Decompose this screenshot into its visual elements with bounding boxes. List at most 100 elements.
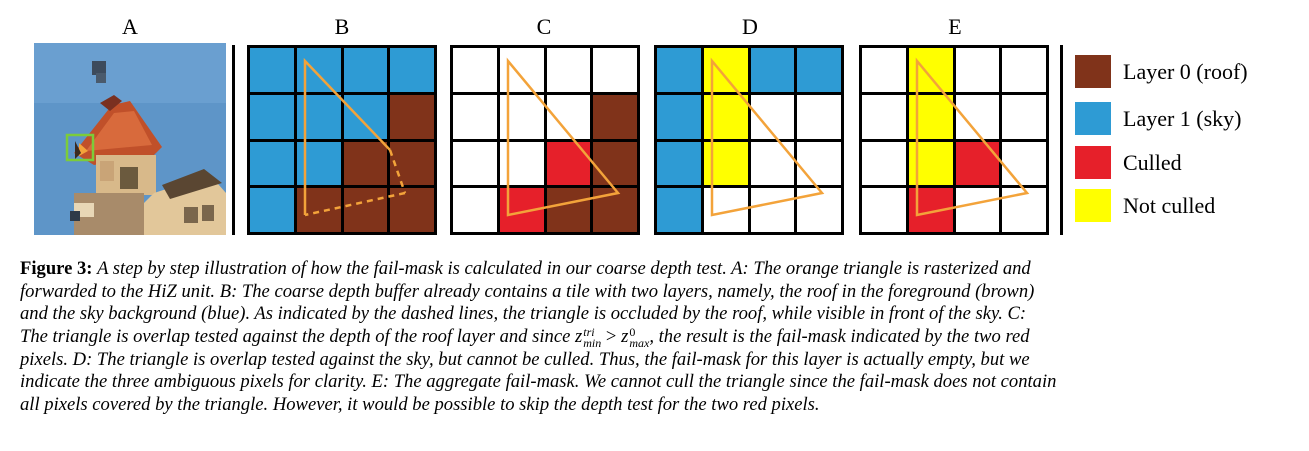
grid-cell-roof <box>593 94 637 139</box>
caption-text: The triangle is overlap tested against t… <box>20 325 571 347</box>
legend-label-culled: Culled <box>1123 150 1182 175</box>
math-z-tri-min: z <box>575 325 583 347</box>
legend-label-sky: Layer 1 (sky) <box>1123 106 1242 131</box>
legend-item-not-culled: Not culled <box>1075 189 1295 223</box>
legend-item-sky: Layer 1 (sky) <box>1075 102 1295 136</box>
caption-line-6: indicate the three ambiguous pixels for … <box>20 371 1057 393</box>
grid-cell-sky <box>250 141 294 186</box>
grid-cell-empty <box>453 48 497 92</box>
grid-cell-empty <box>797 141 841 186</box>
grid-cell-empty <box>862 94 906 139</box>
legend-label-not-culled: Not culled <box>1123 193 1216 218</box>
grid-cell-empty <box>955 188 1000 232</box>
separator-e-legend <box>1060 45 1063 235</box>
grid-cell-sky <box>657 141 701 186</box>
grid-cell-sky <box>657 48 701 92</box>
grid-cell-empty <box>750 141 795 186</box>
grid-d <box>654 45 844 235</box>
grid-cell-empty <box>750 188 795 232</box>
grid-cell-empty <box>453 141 497 186</box>
legend-item-culled: Culled <box>1075 146 1295 180</box>
grid-cell-roof <box>390 94 434 139</box>
grid-cell-empty <box>797 188 841 232</box>
legend-swatch-roof <box>1075 55 1111 88</box>
grid-cell-sky <box>657 94 701 139</box>
math-sub-min: min <box>583 335 602 350</box>
grid-cell-empty <box>1002 141 1046 186</box>
highlight-box <box>65 133 95 162</box>
grid-cell-empty <box>1002 48 1046 92</box>
grid-cell-not-culled <box>908 48 953 92</box>
caption-line-2: forwarded to the HiZ unit. B: The coarse… <box>20 280 1035 302</box>
grid-cell-empty <box>453 94 497 139</box>
grid-cell-sky <box>250 48 294 92</box>
grid-cell-sky <box>250 188 294 232</box>
grid-cell-not-culled <box>703 48 748 92</box>
caption-line-3: and the sky background (blue). As indica… <box>20 303 1027 325</box>
grid-cell-sky <box>797 48 841 92</box>
math-z-0-max: z <box>621 325 629 347</box>
figure-label: Figure 3: <box>20 258 93 279</box>
grid-cell-empty <box>546 48 591 92</box>
grid-cell-empty <box>750 94 795 139</box>
panel-a-label: A <box>122 14 138 39</box>
grid-cell-empty <box>499 94 544 139</box>
grid-cell-sky <box>296 141 341 186</box>
grid-cell-roof <box>390 141 434 186</box>
grid-cell-sky <box>390 48 434 92</box>
grid-c <box>450 45 640 235</box>
panel-c-label: C <box>536 14 552 39</box>
grid-cell-sky <box>657 188 701 232</box>
math-sup-tri: tri <box>583 324 595 339</box>
grid-cell-sky <box>296 94 341 139</box>
grid-cell-empty <box>1002 94 1046 139</box>
grid-cell-empty <box>862 188 906 232</box>
caption-text: A step by step illustration of how the f… <box>97 258 1031 279</box>
grid-cell-empty <box>703 188 748 232</box>
grid-cell-sky <box>343 94 388 139</box>
caption-line-7: all pixels covered by the triangle. Howe… <box>20 393 820 415</box>
grid-cell-empty <box>862 141 906 186</box>
grid-cell-culled <box>955 141 1000 186</box>
grid-cell-empty <box>499 141 544 186</box>
grid-cell-empty <box>955 94 1000 139</box>
caption-line-4: The triangle is overlap tested against t… <box>20 326 1288 349</box>
grid-cell-sky <box>343 48 388 92</box>
grid-cell-sky <box>250 94 294 139</box>
caption-line-5: pixels. D: The triangle is overlap teste… <box>20 348 1030 370</box>
grid-cell-sky <box>296 48 341 92</box>
legend-swatch-not-culled <box>1075 189 1111 222</box>
panel-d-label: D <box>742 14 758 39</box>
grid-cell-not-culled <box>703 141 748 186</box>
grid-cell-empty <box>546 94 591 139</box>
grid-cell-roof <box>343 141 388 186</box>
legend-swatch-sky <box>1075 102 1111 135</box>
grid-e <box>859 45 1049 235</box>
grid-cell-roof <box>593 141 637 186</box>
grid-cell-empty <box>1002 188 1046 232</box>
grid-cell-empty <box>453 188 497 232</box>
house-thumbnail-image <box>34 43 226 235</box>
caption-text: , the result is the fail-mask indicated … <box>649 325 1030 347</box>
grid-cell-empty <box>797 94 841 139</box>
math-sup-0: 0 <box>629 324 636 339</box>
grid-cell-roof <box>390 188 434 232</box>
grid-cell-culled <box>546 141 591 186</box>
grid-cell-roof <box>593 188 637 232</box>
separator-a-b <box>232 45 235 235</box>
grid-cell-roof <box>343 188 388 232</box>
grid-cell-empty <box>955 48 1000 92</box>
legend-label-roof: Layer 0 (roof) <box>1123 59 1248 84</box>
grid-cell-culled <box>908 188 953 232</box>
figure-caption: Figure 3: A step by step illustration of… <box>20 258 1288 416</box>
grid-cell-not-culled <box>908 141 953 186</box>
grid-cell-culled <box>499 188 544 232</box>
grid-cell-roof <box>296 188 341 232</box>
caption-line-1: Figure 3: A step by step illustration of… <box>20 258 1288 281</box>
grid-cell-not-culled <box>703 94 748 139</box>
grid-cell-empty <box>593 48 637 92</box>
grid-cell-empty <box>499 48 544 92</box>
grid-cell-empty <box>862 48 906 92</box>
math-sub-max: max <box>629 335 650 350</box>
